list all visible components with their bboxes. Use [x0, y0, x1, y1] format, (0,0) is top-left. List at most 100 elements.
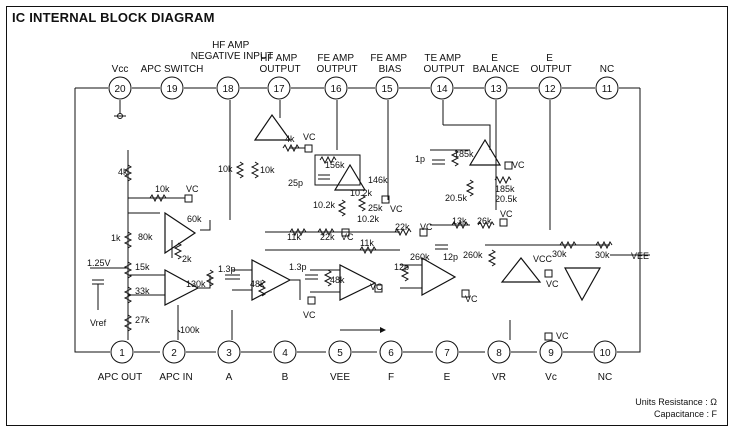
component-value: 10k	[260, 165, 275, 175]
component-value: 1.3p	[289, 262, 307, 272]
bottom-pins	[110, 340, 617, 364]
component-value: VC	[420, 222, 433, 232]
pin-9	[539, 340, 563, 364]
pin-label: E	[444, 372, 451, 383]
pin-label: HF AMP OUTPUT	[259, 53, 300, 75]
pin-label: E OUTPUT	[530, 53, 571, 75]
pin-label: E BALANCE	[473, 53, 520, 75]
component-value: VC	[186, 184, 199, 194]
component-value: VC	[512, 160, 525, 170]
component-value: 10.2k	[357, 214, 380, 224]
component-value: 11k	[360, 238, 374, 248]
component-value: 130k	[186, 279, 206, 289]
component-value: 156k	[325, 160, 345, 170]
component-value: 15k	[135, 262, 150, 272]
pin-label: FE AMP BIAS	[370, 53, 409, 75]
pin-number: 5	[337, 348, 343, 359]
component-value: VC	[370, 282, 383, 292]
pin-label: F	[388, 372, 394, 383]
component-value: 30k	[552, 249, 567, 259]
top-pins	[108, 76, 619, 100]
pin-number: 7	[444, 348, 450, 359]
pin-1	[110, 340, 134, 364]
pin-label: VEE	[330, 372, 350, 383]
e-section	[485, 100, 650, 341]
component-value: 27k	[135, 315, 150, 325]
component-value: 1p	[415, 154, 425, 164]
pin-15	[375, 76, 399, 100]
component-value: VC	[390, 204, 403, 214]
fe-amp-section	[265, 100, 428, 333]
pin-8	[487, 340, 511, 364]
pin-label: B	[282, 372, 289, 383]
component-value: 22k	[395, 222, 410, 232]
component-value: 30k	[595, 250, 610, 260]
component-value: 10.2k	[313, 200, 336, 210]
te-amp-section	[400, 100, 513, 298]
component-value: 10.2k	[350, 188, 373, 198]
pin-number: 12	[544, 84, 556, 95]
component-value: 4k	[285, 134, 295, 144]
component-value: 48k	[330, 275, 345, 285]
diagram-title: IC INTERNAL BLOCK DIAGRAM	[12, 10, 215, 25]
pin-number: 1	[119, 348, 125, 359]
component-value: 146k	[368, 175, 388, 185]
top-pin-numbers: 20 19 18 17 16 15 14 13 12 11	[114, 84, 612, 95]
pin-label: TE AMP OUTPUT	[423, 53, 464, 75]
component-value: 100k	[180, 325, 200, 335]
component-value: 260k	[463, 250, 483, 260]
component-value: VC	[500, 209, 513, 219]
pin-10	[593, 340, 617, 364]
bottom-pin-labels: APC OUT APC IN A B VEE F E VR Vc NC	[98, 372, 612, 383]
pin-label: APC SWITCH	[141, 64, 204, 75]
component-value: 13k	[452, 216, 467, 226]
component-value: 22k	[320, 232, 335, 242]
bottom-pin-numbers: 1 2 3 4 5 6 7 8 9 10	[119, 348, 611, 359]
pin-number: 10	[599, 348, 611, 359]
pin-number: 9	[548, 348, 554, 359]
component-value: 12p	[394, 262, 409, 272]
pin-number: 19	[166, 84, 178, 95]
component-value: 60k	[187, 214, 202, 224]
hf-amp-section	[225, 100, 316, 340]
pin-19	[160, 76, 184, 100]
pin-3	[217, 340, 241, 364]
pin-label: APC OUT	[98, 372, 142, 383]
pin-number: 17	[273, 84, 285, 95]
component-value: VC	[465, 294, 478, 304]
component-value: VC	[556, 331, 569, 341]
pin-number: 13	[490, 84, 502, 95]
outer-rails	[74, 87, 641, 353]
component-value: 10k	[155, 184, 170, 194]
component-value: 33k	[135, 286, 150, 296]
pin-label: VR	[492, 372, 506, 383]
pin-7	[435, 340, 459, 364]
component-value: 1.25V	[87, 258, 111, 268]
component-value: 25k	[368, 203, 383, 213]
pin-number: 8	[496, 348, 502, 359]
pin-label: APC IN	[159, 372, 192, 383]
component-value: 11k	[287, 232, 301, 242]
pin-6	[379, 340, 403, 364]
pin-4	[273, 340, 297, 364]
pin-2	[162, 340, 186, 364]
pin-number: 3	[226, 348, 232, 359]
component-value: 260k	[410, 252, 430, 262]
pin-16	[324, 76, 348, 100]
diagram-frame	[6, 6, 728, 426]
pin-label: NC	[600, 64, 614, 75]
pin-number: 16	[330, 84, 342, 95]
pin-number: 4	[282, 348, 288, 359]
pin-label: NC	[598, 372, 612, 383]
component-value: 10k	[218, 164, 233, 174]
component-value: 20.5k	[445, 193, 468, 203]
pin-11	[595, 76, 619, 100]
component-value: 25p	[288, 178, 303, 188]
pin-number: 2	[171, 348, 177, 359]
component-value: VC	[341, 232, 354, 242]
pin-number: 15	[381, 84, 393, 95]
units-resistance: Units Resistance : Ω	[635, 397, 717, 407]
pin-14	[430, 76, 454, 100]
pin-label: FE AMP OUTPUT	[316, 53, 357, 75]
